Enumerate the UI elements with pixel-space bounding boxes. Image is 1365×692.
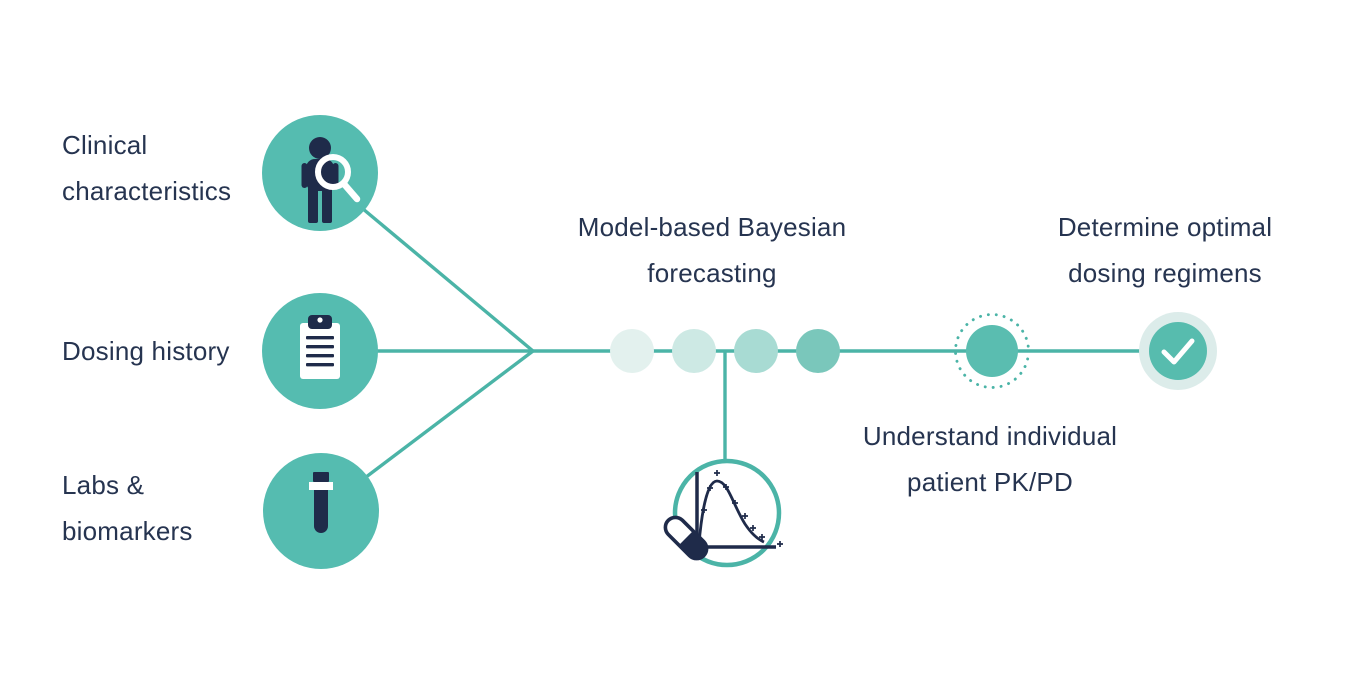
label-determine-optimal-dosing: Determine optimal dosing regimens: [1057, 212, 1273, 288]
label-understand-patient-pkpd: Understand individual patient PK/PD: [862, 421, 1118, 497]
label-model-based-bayesian-forecasting: Model-based Bayesian forecasting: [577, 212, 847, 288]
label-labs-biomarkers: Labs & biomarkers: [62, 470, 193, 546]
capsule-pill-icon: [663, 515, 709, 561]
person-search-icon: [301, 137, 361, 223]
data-point-markers: [701, 470, 783, 547]
check-node: [1139, 312, 1217, 390]
input-node-dosing: [262, 293, 378, 409]
pk-curve-chart-icon: [663, 458, 783, 568]
step-dot-3: [734, 329, 778, 373]
dotted-circle-node: [954, 313, 1030, 389]
check-circle: [1149, 322, 1207, 380]
step-dot-1: [610, 329, 654, 373]
clipboard-icon: [300, 315, 340, 379]
check-icon: [1161, 338, 1195, 365]
test-tube-icon: [309, 472, 333, 533]
step-dot-4: [796, 329, 840, 373]
label-clinical-characteristics: Clinical characteristics: [62, 130, 232, 206]
label-dosing-history: Dosing history: [62, 336, 230, 366]
input-node-clinical: [262, 115, 378, 231]
input-node-labs: [263, 453, 379, 569]
step-dot-2: [672, 329, 716, 373]
